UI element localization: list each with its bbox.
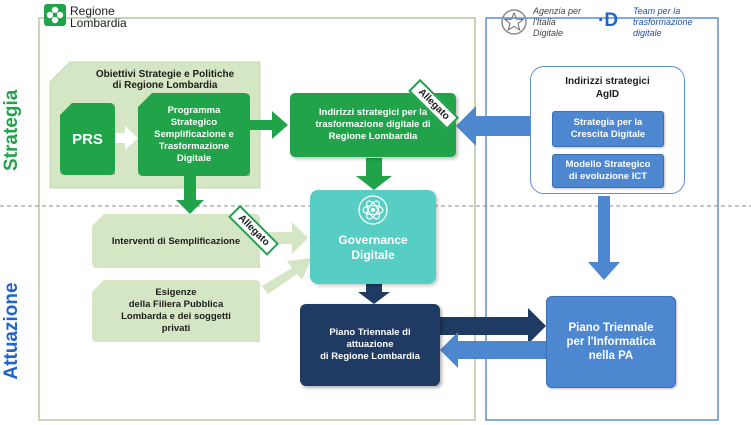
agid-line3: Digitale [533,28,564,38]
agid-line1: Agenzia per [533,6,582,16]
interventi-box[interactable]: Interventi di Semplificazione [92,214,260,268]
piano-rl-box[interactable]: Piano Triennale di attuazione di Regione… [300,304,440,386]
governance-box[interactable]: Governance Digitale [310,190,436,284]
arrow-programma-indirizzi [250,111,288,139]
agid-logo: Agenzia per l'Italia Digitale [500,6,600,42]
regione-logo-line1: Regione [70,4,115,18]
piano-pa-box[interactable]: Piano Triennale per l'Informatica nella … [546,296,676,388]
governance-label: Governance Digitale [338,233,408,262]
regione-lombardia-logo: Regione Lombardia [44,2,144,30]
section-label-strategia: Strategia [1,89,22,171]
regione-frame [38,17,476,421]
team-logo-letter: ·D [598,10,619,31]
strategia-crescita-box[interactable]: Strategia per la Crescita Digitale [552,111,664,147]
arrow-agid-indirizzi [456,106,530,146]
esigenze-box[interactable]: Esigenze della Filiera Pubblica Lombarda… [92,280,260,342]
italian-republic-emblem-icon [501,9,527,35]
modello-strategico-box[interactable]: Modello Strategico di evoluzione ICT [552,154,664,188]
arrow-interventi-governance [262,222,308,254]
regione-lombardia-emblem-icon [44,4,66,26]
team-line1: Team per la [633,6,681,16]
agid-frame [485,17,719,421]
agid-line2: l'Italia [533,17,556,27]
arrow-programma-interventi [176,174,204,214]
arrow-piano-rl-to-pa [440,308,546,344]
programma-box[interactable]: Programma Strategico Semplificazione e T… [138,93,250,176]
objectives-title: Obiettivi Strategie e Politiche di Regio… [95,69,235,91]
team-line2: trasformazione [633,17,693,27]
arrow-piano-pa-to-rl [440,332,546,368]
team-digitale-logo: ·D Team per la trasformazione digitale [598,6,708,42]
indirizzi-agid-title: Indirizzi strategici AgID [565,76,650,100]
arrow-governance-piano-rl [358,284,390,304]
regione-logo-line2: Lombardia [70,16,127,30]
prs-box[interactable]: PRS [60,103,115,175]
team-line3: digitale [633,28,662,38]
section-label-attuazione: Attuazione [1,282,22,380]
atom-network-icon [358,195,388,225]
arrow-agid-piano-pa [588,196,620,280]
arrow-esigenze-governance [262,258,312,294]
arrow-prs-programma [115,126,138,150]
arrow-indirizzi-governance [356,158,392,190]
